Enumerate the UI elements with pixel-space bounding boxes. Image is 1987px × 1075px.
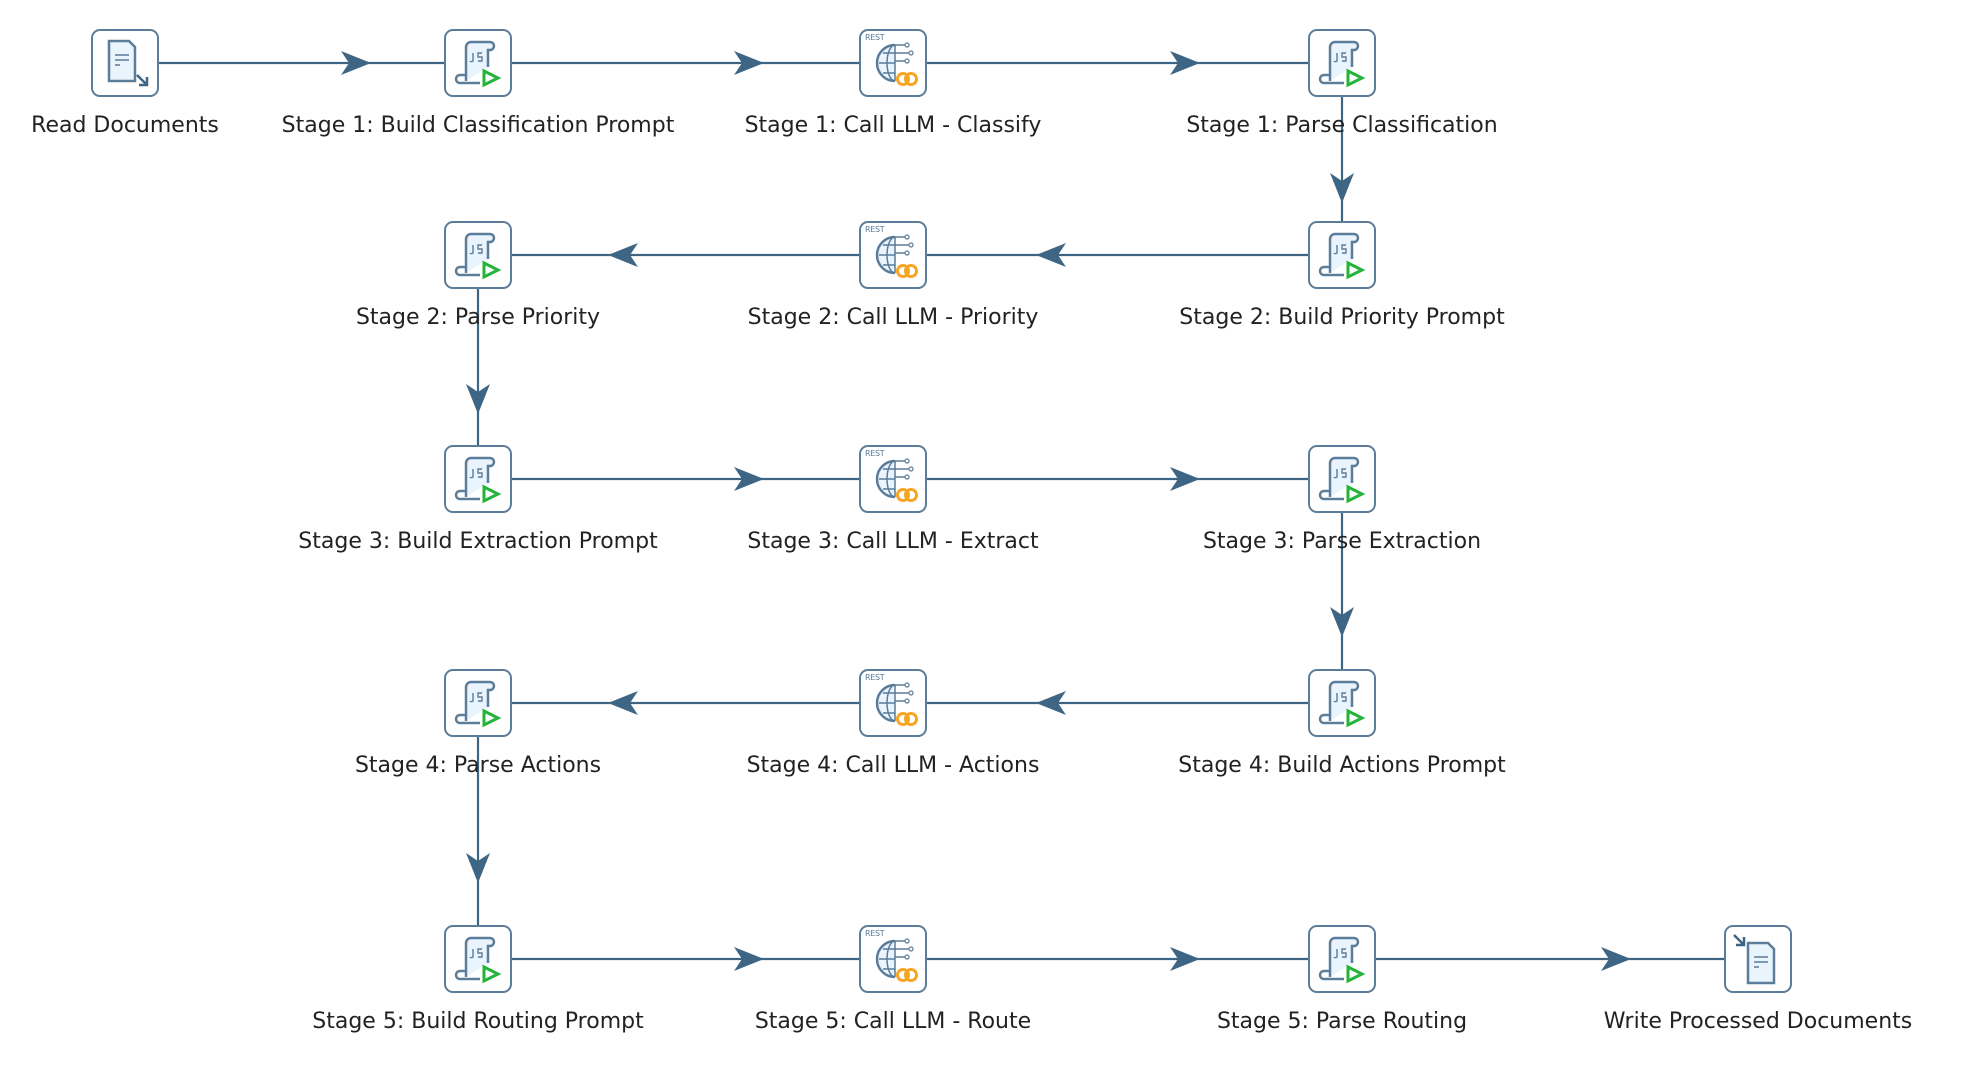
javascript-script-icon[interactable]	[1308, 669, 1376, 737]
edge-s4b-to-s4c[interactable]	[893, 691, 1342, 715]
rest-api-icon[interactable]: REST	[859, 445, 927, 513]
node-label: Read Documents	[31, 113, 219, 138]
document-read-icon[interactable]	[91, 29, 159, 97]
arrowhead-icon	[608, 243, 638, 267]
javascript-script-icon[interactable]	[1308, 445, 1376, 513]
arrowhead-icon	[1170, 467, 1200, 491]
edge-s5c-to-s5p[interactable]	[893, 947, 1342, 971]
node-label: Stage 1: Parse Classification	[1186, 113, 1498, 138]
edge-s2c-to-s2p[interactable]	[478, 243, 893, 267]
arrowhead-icon	[734, 947, 764, 971]
node-label: Stage 3: Build Extraction Prompt	[298, 529, 658, 554]
arrowhead-icon	[1036, 243, 1066, 267]
document-write-icon[interactable]	[1724, 925, 1792, 993]
rest-api-icon[interactable]: REST	[859, 925, 927, 993]
arrowhead-icon	[1036, 691, 1066, 715]
node-label: Stage 4: Build Actions Prompt	[1178, 753, 1506, 778]
node-label: Stage 1: Build Classification Prompt	[281, 113, 675, 138]
edge-read-to-s1b[interactable]	[125, 51, 478, 75]
node-label: Stage 3: Parse Extraction	[1202, 529, 1482, 554]
rest-badge: REST	[865, 33, 885, 42]
javascript-script-icon[interactable]	[444, 925, 512, 993]
node-label: Stage 4: Call LLM - Actions	[746, 753, 1040, 778]
arrowhead-icon	[1330, 173, 1354, 203]
rest-badge: REST	[865, 929, 885, 938]
arrowhead-icon	[1170, 51, 1200, 75]
javascript-script-icon[interactable]	[1308, 29, 1376, 97]
arrowhead-icon	[1170, 947, 1200, 971]
javascript-script-icon[interactable]	[1308, 925, 1376, 993]
node-label: Stage 4: Parse Actions	[354, 753, 602, 778]
edge-s3p-to-s4b[interactable]	[1330, 479, 1354, 703]
node-label: Stage 3: Call LLM - Extract	[747, 529, 1039, 554]
node-label: Stage 2: Parse Priority	[355, 305, 601, 330]
edge-s4p-to-s5b[interactable]	[466, 703, 490, 959]
arrowhead-icon	[1601, 947, 1631, 971]
node-label: Write Processed Documents	[1603, 1009, 1913, 1034]
node-label: Stage 1: Call LLM - Classify	[744, 113, 1042, 138]
rest-api-icon[interactable]: REST	[859, 221, 927, 289]
arrowhead-icon	[466, 853, 490, 883]
node-label: Stage 2: Build Priority Prompt	[1179, 305, 1505, 330]
arrowhead-icon	[341, 51, 371, 75]
rest-api-icon[interactable]: REST	[859, 669, 927, 737]
edge-s4c-to-s4p[interactable]	[478, 691, 893, 715]
edge-s3c-to-s3p[interactable]	[893, 467, 1342, 491]
arrowhead-icon	[608, 691, 638, 715]
arrowhead-icon	[1330, 607, 1354, 637]
node-label: Stage 2: Call LLM - Priority	[747, 305, 1039, 330]
edge-s5b-to-s5c[interactable]	[478, 947, 893, 971]
edge-s5p-to-write[interactable]	[1342, 947, 1758, 971]
node-label: Stage 5: Build Routing Prompt	[312, 1009, 644, 1034]
rest-api-icon[interactable]: REST	[859, 29, 927, 97]
rest-badge: REST	[865, 673, 885, 682]
rest-badge: REST	[865, 225, 885, 234]
arrowhead-icon	[466, 384, 490, 414]
node-label: Stage 5: Parse Routing	[1216, 1009, 1468, 1034]
arrowhead-icon	[734, 467, 764, 491]
javascript-script-icon[interactable]	[444, 445, 512, 513]
rest-badge: REST	[865, 449, 885, 458]
edge-s1c-to-s1p[interactable]	[893, 51, 1342, 75]
edge-s2b-to-s2c[interactable]	[893, 243, 1342, 267]
arrowhead-icon	[734, 51, 764, 75]
node-label: Stage 5: Call LLM - Route	[754, 1009, 1032, 1034]
edge-s3b-to-s3c[interactable]	[478, 467, 893, 491]
javascript-script-icon[interactable]	[444, 669, 512, 737]
edge-s1b-to-s1c[interactable]	[478, 51, 893, 75]
javascript-script-icon[interactable]	[444, 29, 512, 97]
javascript-script-icon[interactable]	[1308, 221, 1376, 289]
javascript-script-icon[interactable]	[444, 221, 512, 289]
edge-s2p-to-s3b[interactable]	[466, 255, 490, 479]
